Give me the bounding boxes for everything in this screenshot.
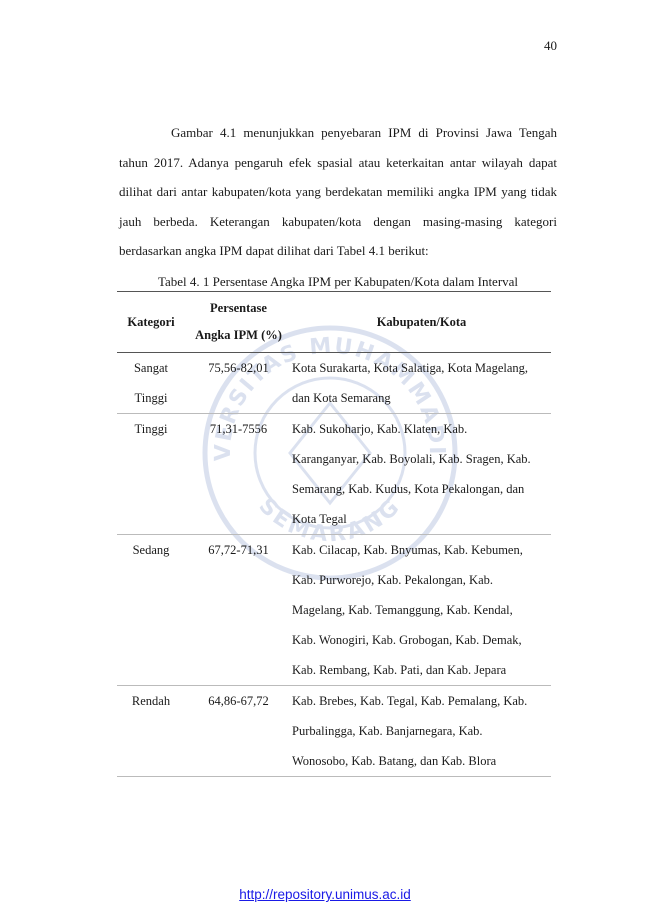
cell-kategori: Tinggi <box>117 414 185 535</box>
table-row: Sangat Tinggi 75,56-82,01 Kota Surakarta… <box>117 353 551 414</box>
kategori-line: Tinggi <box>134 422 168 436</box>
kabupaten-line: Kota Surakarta, Kota Salatiga, Kota Mage… <box>292 361 529 375</box>
kabupaten-line: Karanganyar, Kab. Boyolali, Kab. Sragen,… <box>292 452 531 466</box>
paragraph-line: jauh berbeda. Keterangan kabupaten/kota … <box>119 213 557 229</box>
kabupaten-line: Kab. Sukoharjo, Kab. Klaten, Kab. <box>292 422 468 436</box>
table-header-row: Kategori Persentase Angka IPM (%) Kabupa… <box>117 291 551 353</box>
header-persentase: Persentase Angka IPM (%) <box>185 292 292 353</box>
kabupaten-line: Kab. Purworejo, Kab. Pekalongan, Kab. <box>292 573 493 587</box>
cell-kabupaten: Kab. Sukoharjo, Kab. Klaten, Kab. Karang… <box>292 414 551 535</box>
cell-kategori: Rendah <box>117 686 185 777</box>
table-row: Tinggi 71,31-7556 Kab. Sukoharjo, Kab. K… <box>117 414 551 535</box>
kabupaten-line: Purbalingga, Kab. Banjarnegara, Kab. <box>292 724 483 738</box>
paragraph-line: berdasarkan angka IPM dapat dilihat dari… <box>119 243 429 259</box>
kategori-line: Sedang <box>132 543 170 557</box>
kabupaten-line: dan Kota Semarang <box>292 391 391 405</box>
ipm-table: Kategori Persentase Angka IPM (%) Kabupa… <box>117 291 551 777</box>
kabupaten-line: Magelang, Kab. Temanggung, Kab. Kendal, <box>292 603 513 617</box>
paragraph-line: tahun 2017. Adanya pengaruh efek spasial… <box>119 154 557 170</box>
paragraph-line: Gambar 4.1 menunjukkan penyebaran IPM di… <box>171 125 557 140</box>
cell-kategori: Sedang <box>117 535 185 686</box>
cell-persentase: 71,31-7556 <box>209 422 268 436</box>
kabupaten-line: Semarang, Kab. Kudus, Kota Pekalongan, d… <box>292 482 525 496</box>
header-kategori: Kategori <box>127 314 175 329</box>
kategori-line: Tinggi <box>134 391 168 405</box>
table-caption: Tabel 4. 1 Persentase Angka IPM per Kabu… <box>157 274 519 289</box>
kabupaten-line: Kab. Wonogiri, Kab. Grobogan, Kab. Demak… <box>292 633 522 647</box>
cell-kabupaten: Kab. Brebes, Kab. Tegal, Kab. Pemalang, … <box>292 686 551 777</box>
kategori-line: Sangat <box>133 361 169 375</box>
kabupaten-line: Kab. Cilacap, Kab. Bnyumas, Kab. Kebumen… <box>292 543 523 557</box>
header-kabupaten: Kabupaten/Kota <box>376 314 467 329</box>
kabupaten-line: Kota Tegal <box>292 512 347 526</box>
cell-persentase: 75,56-82,01 <box>208 361 269 375</box>
header-persentase-line1: Persentase <box>210 301 267 315</box>
page-number: 40 <box>544 38 557 53</box>
paragraph-line: dilihat dari antar kabupaten/kota yang b… <box>119 184 557 200</box>
table-row: Sedang 67,72-71,31 Kab. Cilacap, Kab. Bn… <box>117 535 551 686</box>
body-paragraph: Gambar 4.1 menunjukkan penyebaran IPM di… <box>119 118 557 266</box>
cell-persentase: 67,72-71,31 <box>208 543 269 557</box>
kabupaten-line: Kab. Rembang, Kab. Pati, dan Kab. Jepara <box>292 663 507 677</box>
cell-kabupaten: Kab. Cilacap, Kab. Bnyumas, Kab. Kebumen… <box>292 535 551 686</box>
cell-kategori: Sangat Tinggi <box>117 353 185 414</box>
cell-kabupaten: Kota Surakarta, Kota Salatiga, Kota Mage… <box>292 353 551 414</box>
kabupaten-line: Wonosobo, Kab. Batang, dan Kab. Blora <box>292 754 497 768</box>
table-row: Rendah 64,86-67,72 Kab. Brebes, Kab. Teg… <box>117 686 551 777</box>
cell-persentase: 64,86-67,72 <box>208 694 269 708</box>
kategori-line: Rendah <box>131 694 171 708</box>
kabupaten-line: Kab. Brebes, Kab. Tegal, Kab. Pemalang, … <box>292 694 528 708</box>
repository-link[interactable]: http://repository.unimus.ac.id <box>239 887 411 902</box>
header-persentase-line2: Angka IPM (%) <box>195 328 282 342</box>
